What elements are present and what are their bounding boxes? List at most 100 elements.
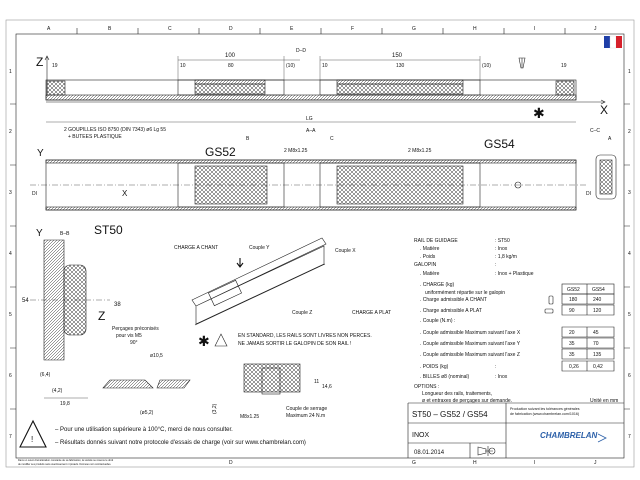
spec-value-cell: 0,26 — [569, 364, 579, 370]
spec-value-cell: 20 — [569, 330, 575, 336]
spec-row-label: . Couple admissible Maximum suivant l'ax… — [420, 330, 521, 336]
unit-label: Unité en mm — [590, 398, 618, 404]
asterisk-marker: ✱ — [198, 333, 210, 349]
inner-frame — [15, 33, 625, 459]
dim-label: DI — [32, 191, 37, 197]
dim-label: 14,6 — [322, 384, 332, 390]
spec-label: OPTIONS : — [414, 384, 439, 390]
note: + BUTEES PLASTIQUE — [68, 134, 122, 140]
hole-note: 90° — [130, 340, 138, 346]
grid-ticks — [10, 28, 630, 410]
col-label: A — [47, 26, 51, 32]
spec-row-box — [561, 337, 615, 349]
col-label: D — [229, 26, 233, 32]
note: 2 GOUPILLES ISO 8750 (DIN 7343) ø6 Lg 55 — [64, 127, 166, 133]
dim-label: (6,4) — [40, 372, 51, 378]
spec-value-cell: 70 — [593, 341, 599, 347]
dim-label: 130 — [396, 63, 405, 69]
row-label: 4 — [628, 251, 631, 257]
specs: RAIL DE GUIDAGE : ST50 . Matière : Inox … — [414, 238, 618, 404]
row-label: 3 — [628, 190, 631, 196]
section-label: B–B — [60, 231, 70, 237]
section-c-view — [595, 154, 617, 200]
svg-text:!: ! — [31, 435, 33, 444]
hole-note: pour vis M5 — [116, 333, 142, 339]
row-label: 7 — [9, 434, 12, 440]
spec-label: . Matière — [420, 271, 440, 277]
carriage-section: 11 14,6 M8x1.25 Couple de serrage Maximu… — [240, 363, 332, 420]
carriage-label: GS52 — [205, 145, 236, 159]
col-label: J — [594, 460, 597, 466]
row-labels: 1 2 3 4 5 6 7 1 2 3 4 5 6 7 — [9, 69, 631, 440]
spec-label: . Poids — [420, 254, 436, 260]
row-label: 7 — [628, 434, 631, 440]
spec-value-cell: 35 — [569, 341, 575, 347]
row-label: 2 — [9, 129, 12, 135]
spec-label: . BILLES ø8 (nominal) — [420, 374, 470, 380]
col-label: H — [473, 26, 477, 32]
torque-note: Maximum 24 N.m — [286, 413, 325, 419]
load-label: CHARGE A CHANT — [174, 245, 218, 251]
spec-row-box — [561, 360, 615, 372]
edge-load-icon — [548, 295, 554, 305]
dim-label: DI — [586, 191, 591, 197]
axis-label: X — [122, 189, 128, 198]
material: INOX — [412, 432, 429, 439]
spec-value-cell: 45 — [593, 330, 599, 336]
projection-symbol-icon — [477, 446, 496, 456]
spec-value-cell: 35 — [569, 352, 575, 358]
col-label: I — [534, 26, 535, 32]
section-label: C–C — [590, 128, 600, 134]
col-label: G — [412, 26, 416, 32]
date: 08.01.2014 — [414, 450, 445, 456]
asterisk-marker: ✱ — [533, 105, 545, 121]
spec-value-cell: 180 — [569, 297, 578, 303]
tolerance-note: de fabrication (www.chambrelan.com/1016) — [510, 412, 579, 416]
spec-row-label: . Couple admissible Maximum suivant l'ax… — [420, 352, 520, 358]
spec-label: . Matière — [420, 246, 440, 252]
dim-label: (10) — [286, 63, 295, 69]
hole-note: Perçages préconisés — [112, 326, 159, 332]
dim-label: 19 — [561, 63, 567, 69]
section-label: D–D — [296, 48, 306, 54]
table-header: GS52 — [567, 287, 580, 293]
spec-value: : — [495, 262, 496, 268]
dim-label: (10) — [482, 63, 491, 69]
spec-label: Longueur des rails, traitements, — [422, 391, 492, 397]
col-label: I — [534, 460, 535, 466]
rail-label: ST50 — [94, 223, 123, 237]
col-label: E — [290, 26, 294, 32]
spec-label: ø et entraxes de perçages sur demande. — [422, 398, 512, 404]
warning-note: ✱ EN STANDARD, LES RAILS SONT LIVRES NON… — [198, 333, 372, 349]
warning-text: NE JAMAIS SORTIR LE GALOPIN DE SON RAIL … — [238, 341, 351, 347]
spec-row-label: . POIDS (kg) — [420, 364, 449, 370]
side-view: 2 GOUPILLES ISO 8750 (DIN 7343) ø6 Lg 55… — [30, 127, 617, 237]
moment-label: Couple Y — [249, 245, 270, 251]
top-view: Z X ✱ 100 80 10 (10) D–D 150 130 10 (10)… — [36, 48, 608, 123]
dim-label: (ø5,2) — [140, 410, 154, 416]
cut-label: C — [330, 136, 334, 142]
note: – Résultats donnés suivant notre protoco… — [55, 440, 306, 446]
torque-note: Couple de serrage — [286, 406, 327, 412]
dim-label: 54 — [22, 298, 29, 304]
screw-icon — [518, 57, 526, 69]
moment-label: Couple X — [335, 248, 356, 254]
dim-label: 19 — [52, 63, 58, 69]
iso-view: CHARGE A CHANT Couple Y Couple X Couple … — [174, 237, 391, 326]
row-label: 6 — [9, 373, 12, 379]
spec-row-label: . Charge admissible A CHANT — [420, 297, 487, 303]
col-label: J — [594, 26, 597, 32]
axis-label: Y — [37, 148, 44, 159]
row-label: 4 — [9, 251, 12, 257]
arrow-icon — [236, 258, 244, 268]
section-label: A–A — [306, 128, 316, 134]
spec-value-cell: 120 — [593, 308, 602, 314]
dim-label: 150 — [392, 53, 403, 59]
flat-load-icon — [544, 308, 554, 314]
title-block: ST50 – GS52 / GS54 INOX 08.01.2014 Produ… — [407, 402, 624, 458]
dim-label: LG — [306, 116, 313, 122]
row-label: 5 — [9, 312, 12, 318]
axis-label: Z — [98, 309, 105, 323]
thread-label: 2 M8x1.25 — [284, 148, 308, 154]
